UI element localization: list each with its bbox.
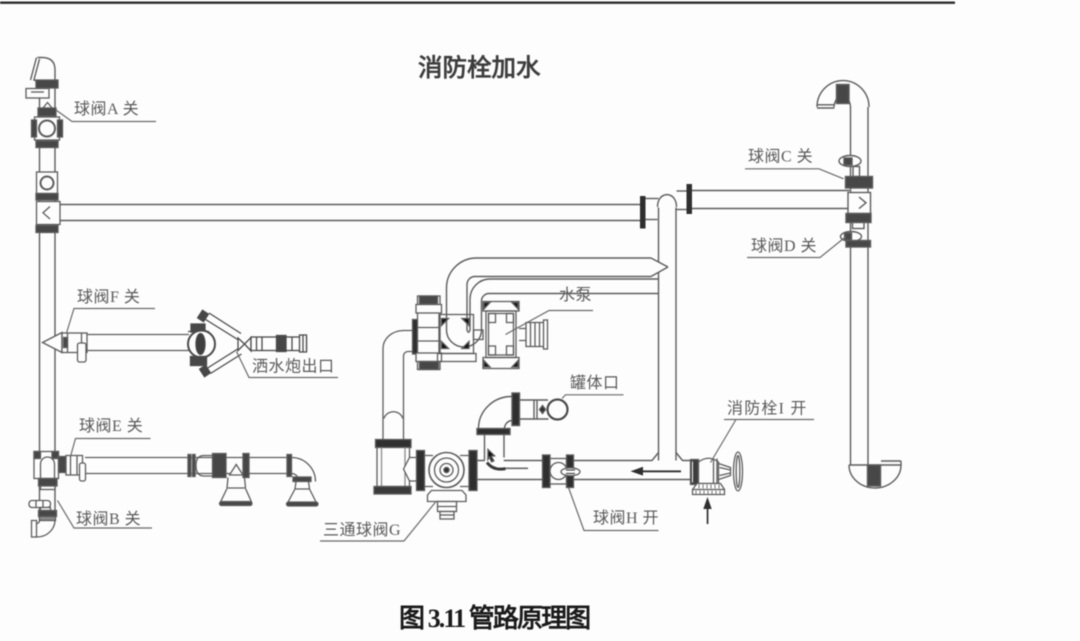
svg-text:球阀H 开: 球阀H 开 bbox=[593, 509, 659, 527]
svg-text:图 3.11 管路原理图: 图 3.11 管路原理图 bbox=[399, 603, 590, 633]
svg-text:洒水炮出口: 洒水炮出口 bbox=[252, 358, 335, 376]
svg-text:球阀A 关: 球阀A 关 bbox=[74, 100, 139, 118]
svg-text:消防栓I 开: 消防栓I 开 bbox=[727, 400, 808, 418]
svg-text:球阀F 关: 球阀F 关 bbox=[77, 288, 140, 306]
svg-text:水泵: 水泵 bbox=[559, 286, 592, 304]
svg-text:球阀C 关: 球阀C 关 bbox=[748, 148, 813, 166]
svg-text:球阀B 关: 球阀B 关 bbox=[76, 510, 141, 528]
svg-text:球阀D 关: 球阀D 关 bbox=[751, 237, 817, 255]
svg-text:消防栓加水: 消防栓加水 bbox=[418, 54, 541, 82]
svg-text:罐体口: 罐体口 bbox=[570, 374, 620, 392]
svg-text:三通球阀G: 三通球阀G bbox=[323, 521, 401, 539]
svg-text:球阀E 关: 球阀E 关 bbox=[79, 417, 143, 435]
